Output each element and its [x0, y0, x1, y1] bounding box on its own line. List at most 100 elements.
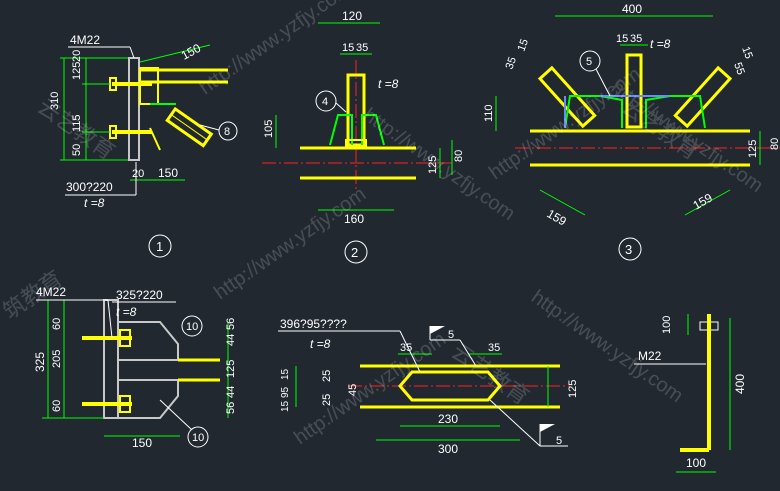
view4-gusset-top — [118, 321, 179, 361]
view6-bolt-label: M22 — [638, 349, 662, 363]
view5-plate: 396?95???? — [280, 317, 347, 331]
view4-dim-56a: 56 — [225, 318, 237, 330]
view1-plate: 300?220 — [66, 180, 113, 194]
view1-number: 1 — [156, 239, 163, 254]
view2-dim-160-label: 160 — [344, 212, 364, 226]
view1-balloon-leader — [199, 124, 220, 131]
view3-balloon-label: 5 — [586, 56, 592, 68]
view2-dim-105-label: 105 — [263, 120, 275, 138]
view4-leader — [107, 299, 113, 339]
view5-weld-top-label: 5 — [448, 329, 454, 341]
view4-nut — [119, 395, 131, 413]
view3-number-circle[interactable] — [618, 237, 642, 261]
view4-dim-150-label: 150 — [132, 436, 152, 450]
view1-diagonal-brace — [165, 106, 214, 148]
view6-dim-100-top-label: 100 — [661, 316, 673, 334]
view1-dim-20: 20 — [71, 50, 83, 62]
view3-number: 3 — [625, 242, 632, 257]
view2-dim-80-label: 80 — [453, 150, 465, 162]
view5-weld-bottom-label: 5 — [556, 435, 562, 447]
view4-nut — [119, 329, 131, 347]
view2-weld-right — [361, 114, 385, 146]
view1-dim-150b: 150 — [158, 166, 178, 180]
view4-dim-205-label: 205 — [51, 350, 63, 368]
view4-dim-325-label: 325 — [33, 352, 47, 372]
view3-dim-159b — [684, 189, 731, 216]
view2-thickness: t =8 — [378, 77, 399, 91]
view2-base — [345, 139, 367, 149]
view1-dim-20b: 20 — [132, 168, 144, 180]
view6-dim-100-bottom-label: 100 — [686, 456, 706, 470]
view4-dim-44b: 44 — [225, 386, 237, 398]
view5-octagon-plate — [398, 370, 502, 402]
view5-dim-35b-label: 35 — [488, 342, 500, 354]
view4-dim-44a: 44 — [225, 334, 237, 346]
view2-number-circle[interactable] — [344, 240, 368, 264]
view3-diagonal-left — [537, 65, 597, 129]
view5-dim-95: 95 — [280, 386, 291, 398]
view5-dim-125-label: 125 — [567, 380, 579, 398]
view-4-bolted-fork: 4M22 325?220 t =8 10 10 325 205 60 60 56… — [33, 285, 237, 450]
view2-number: 2 — [351, 245, 358, 260]
view3-dim-55: 55 — [731, 61, 746, 77]
view3-dim-125-label: 125 — [747, 140, 759, 158]
view4-balloon-bottom[interactable] — [187, 426, 209, 448]
view3-thickness: t =8 — [650, 37, 671, 51]
view3-balloon[interactable] — [579, 50, 601, 72]
view4-gusset-bottom — [118, 379, 179, 419]
view6-dim-400-label: 400 — [733, 374, 747, 394]
view4-callout-bolts: 4M22 — [36, 285, 66, 299]
view2-balloon-label: 4 — [322, 96, 328, 108]
view3-dim-80-label: 80 — [769, 138, 780, 150]
view-1-bolted-bracket: 4M22 150 125 20 310 115 50 20 150 300?22… — [49, 33, 238, 258]
view4-balloon-top-label: 10 — [186, 321, 198, 333]
view2-balloon[interactable] — [315, 90, 337, 112]
view1-dim-115: 115 — [71, 114, 83, 132]
view1-dim-diag — [139, 44, 211, 63]
view5-dim-25a: 25 — [321, 370, 333, 382]
view5-thickness: t =8 — [310, 337, 331, 351]
watermark-layer: http://www.yzfjy.com http://www.yzfjy.co… — [0, 0, 767, 449]
view-5-octagon-plate: 396?95???? t =8 35 35 5 5 15 95 15 25 25… — [278, 317, 579, 456]
view5-weld-flag-top — [430, 326, 445, 334]
view5-weld-arrow-bottom — [489, 399, 541, 447]
view4-thickness: t =8 — [116, 305, 137, 319]
view1-dim-150-top: 150 — [179, 41, 204, 63]
view-2-gusset-section: 120 15 35 t =8 4 105 125 80 160 2 — [262, 9, 465, 264]
view2-weld-left — [329, 114, 353, 146]
view5-dim-35a-label: 35 — [400, 342, 412, 354]
view4-balloon-leader — [159, 399, 193, 431]
view3-diagonal-right — [673, 65, 733, 129]
view4-dim-125-label: 125 — [225, 360, 237, 378]
view5-weld-flag-bottom — [540, 424, 555, 432]
view5-dim-15: 15 — [280, 368, 291, 380]
view4-balloon-bottom-label: 10 — [192, 432, 204, 444]
view1-dim-310: 310 — [49, 92, 61, 110]
view4-dim-60a: 60 — [51, 318, 63, 330]
view5-dim-300-label: 300 — [438, 442, 458, 456]
view3-dim-110-label: 110 — [483, 104, 495, 122]
view3-dim-15c: 15 — [739, 45, 754, 61]
view3-dim-15: 15 — [516, 37, 531, 53]
view4-plate: 325?220 — [116, 288, 163, 302]
view5-dim-25b: 25 — [321, 394, 333, 406]
view2-dim-35: 35 — [356, 42, 368, 54]
view1-balloon[interactable] — [218, 121, 238, 141]
view5-leader — [399, 330, 421, 373]
view5-weld-arrow — [459, 339, 477, 367]
view1-number-circle[interactable] — [148, 234, 172, 258]
view4-balloon-top[interactable] — [181, 315, 203, 337]
watermark-text: http://www.yzfjy.com — [210, 183, 370, 304]
view3-dim-35b: 35 — [630, 33, 642, 45]
view2-dim-120-label: 120 — [342, 9, 362, 23]
view5-dim-15b: 15 — [280, 400, 291, 412]
view4-dim-60b: 60 — [51, 400, 63, 412]
watermark-text: http://www.yzfjy.com — [195, 0, 355, 99]
view5-dim-45: 45 — [347, 384, 359, 396]
watermark-text: http://www.yzfjy.com — [527, 286, 687, 407]
view3-dim-159b-label: 159 — [691, 190, 716, 212]
view1-gusset-line — [149, 127, 161, 151]
view1-dim-125: 125 — [71, 62, 83, 80]
view3-dim-159a-label: 159 — [545, 206, 570, 228]
